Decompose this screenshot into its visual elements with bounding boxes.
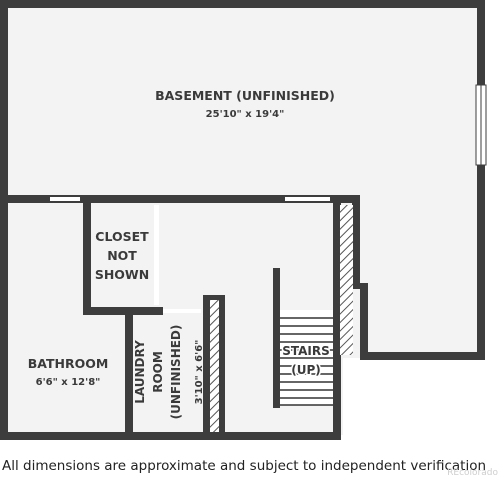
interior-wall-horizontal — [0, 195, 360, 203]
wall-stair-upper — [352, 195, 360, 289]
laundry-label: LAUNDRY ROOM (UNFINISHED) 3'10" x 6'6" — [133, 325, 205, 420]
outer-wall-right — [477, 0, 485, 360]
hatched-wall-stair — [340, 205, 353, 355]
wall-stair-right-vertical — [360, 283, 368, 360]
bathroom-label: BATHROOM — [28, 356, 109, 371]
closet-left-wall — [83, 200, 91, 315]
doorway-hall — [285, 197, 330, 201]
closet-door-opening — [154, 205, 159, 305]
laundry-dimensions: 3'10" x 6'6" — [194, 340, 205, 405]
doorway-bathroom — [50, 197, 80, 201]
stairs-label-line1: STAIRS — [282, 344, 330, 358]
outer-wall-bottom — [0, 432, 340, 440]
closet-label-line2: NOT — [107, 248, 137, 263]
laundry-label-line3: (UNFINISHED) — [169, 325, 183, 420]
stairs-label-line2: (UP) — [291, 363, 321, 377]
laundry-right-wall-cap — [203, 295, 225, 301]
bathroom-dimensions: 6'6" x 12'8" — [36, 377, 101, 388]
basement-label: BASEMENT (UNFINISHED) — [155, 88, 335, 103]
walls — [0, 0, 485, 440]
laundry-label-line1: LAUNDRY — [133, 340, 147, 404]
basement-floor — [0, 0, 485, 200]
stair-wall-left — [273, 268, 280, 408]
wall-hatch-lower-right — [219, 297, 225, 440]
outer-wall-top — [0, 0, 485, 8]
laundry-label-line2: ROOM — [151, 351, 165, 393]
closet-label-line1: CLOSET — [95, 229, 149, 244]
hatched-wall-laundry — [210, 300, 219, 432]
outer-wall-bottom-right — [362, 352, 485, 360]
stair-treads — [280, 317, 333, 406]
outer-wall-left — [0, 0, 8, 440]
disclaimer-text: All dimensions are approximate and subje… — [2, 458, 487, 474]
laundry-left-wall — [125, 310, 133, 440]
stairs — [280, 310, 333, 406]
closet-label-line3: SHOWN — [95, 267, 149, 282]
laundry-door-opening — [163, 309, 201, 313]
closet-bottom-wall — [83, 307, 163, 315]
basement-dimensions: 25'10" x 19'4" — [206, 109, 285, 120]
wall-lower-stair-right — [333, 200, 341, 440]
window-right — [475, 84, 487, 166]
wall-stair-step — [355, 283, 368, 289]
openings — [50, 197, 330, 313]
laundry-right-wall — [203, 297, 211, 440]
watermark-text: REcolorado — [447, 468, 498, 478]
